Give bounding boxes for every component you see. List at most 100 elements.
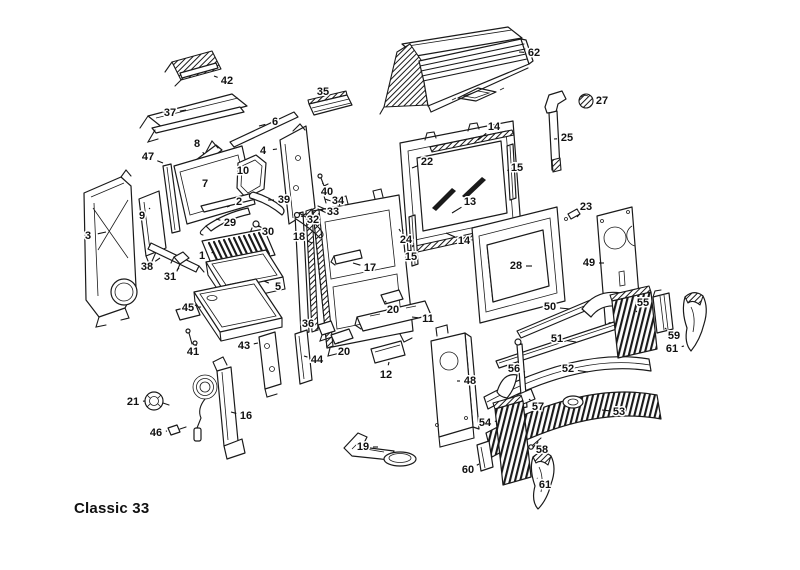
part-label-43: 43 bbox=[238, 340, 250, 352]
part-37-flue-baffle bbox=[140, 94, 247, 142]
part-14-glass-strip-top bbox=[430, 130, 514, 152]
leader-line bbox=[560, 308, 570, 309]
part-28-outer-door-frame bbox=[472, 207, 565, 323]
leader-line bbox=[477, 464, 479, 465]
part-3-left-side-panel bbox=[84, 170, 137, 327]
part-4-inner-side-panel bbox=[280, 124, 315, 224]
part-label-14: 14 bbox=[458, 235, 471, 247]
part-46-bolt bbox=[168, 425, 186, 435]
part-15-side-strip-right bbox=[507, 144, 516, 200]
part-11-support-rail bbox=[355, 301, 431, 331]
part-label-55: 55 bbox=[637, 297, 649, 309]
part-6-top-strip bbox=[230, 112, 298, 147]
leader-line bbox=[211, 252, 214, 253]
part-15-side-strip-left bbox=[409, 215, 418, 266]
part-label-62: 62 bbox=[528, 47, 540, 59]
part-label-16: 16 bbox=[240, 410, 252, 422]
part-label-10: 10 bbox=[237, 165, 249, 177]
part-12-plate bbox=[371, 341, 405, 363]
part-label-57: 57 bbox=[532, 401, 544, 413]
part-label-23: 23 bbox=[580, 201, 592, 213]
part-9-side-bracket bbox=[139, 191, 166, 266]
part-48-back-duct-panel bbox=[431, 325, 479, 447]
part-label-39: 39 bbox=[278, 194, 290, 206]
part-59-channel-strip bbox=[653, 290, 673, 333]
part-36-angle-bracket bbox=[318, 321, 335, 341]
part-label-41: 41 bbox=[187, 346, 199, 358]
leader-line bbox=[203, 152, 204, 154]
part-label-11: 11 bbox=[422, 313, 434, 325]
part-label-15: 15 bbox=[405, 251, 417, 263]
part-20-bracket-upper bbox=[381, 290, 403, 304]
part-label-8: 8 bbox=[194, 138, 200, 150]
part-61-leg-left bbox=[531, 453, 554, 509]
part-label-22: 22 bbox=[421, 156, 433, 168]
part-label-49: 49 bbox=[583, 257, 595, 269]
part-53-curved-grille bbox=[486, 392, 661, 457]
leader-line bbox=[304, 356, 307, 357]
leader-line bbox=[446, 233, 455, 237]
part-21-control-knob bbox=[145, 392, 169, 410]
leader-line bbox=[412, 317, 418, 318]
part-34-pin bbox=[324, 196, 337, 203]
leader-line bbox=[301, 216, 304, 217]
part-label-9: 9 bbox=[139, 210, 145, 222]
part-label-48: 48 bbox=[464, 375, 476, 387]
part-label-2: 2 bbox=[236, 196, 242, 208]
part-label-44: 44 bbox=[311, 354, 324, 366]
part-label-31: 31 bbox=[164, 271, 176, 283]
part-label-54: 54 bbox=[479, 417, 492, 429]
part-42-baffle-plate bbox=[165, 51, 221, 86]
leader-line bbox=[529, 399, 531, 400]
leader-line bbox=[317, 327, 319, 328]
leader-line bbox=[308, 241, 312, 243]
part-label-58: 58 bbox=[536, 444, 548, 456]
part-58-screw bbox=[529, 438, 541, 449]
part-label-17: 17 bbox=[364, 262, 376, 274]
part-29-lever bbox=[200, 208, 250, 235]
part-33-pin bbox=[318, 206, 332, 215]
leader-line bbox=[254, 343, 258, 344]
part-35-ribbed-block bbox=[308, 91, 352, 115]
part-label-40: 40 bbox=[321, 186, 333, 198]
part-label-35: 35 bbox=[317, 86, 329, 98]
part-label-38: 38 bbox=[141, 261, 153, 273]
leader-line bbox=[338, 342, 339, 343]
leader-line bbox=[412, 166, 418, 168]
leader-line bbox=[98, 232, 106, 234]
part-label-18: 18 bbox=[293, 231, 305, 243]
leader-line bbox=[665, 328, 667, 329]
leader-line bbox=[682, 346, 684, 347]
leader-line bbox=[388, 362, 389, 365]
part-label-20: 20 bbox=[387, 304, 399, 316]
leader-line bbox=[399, 229, 401, 232]
part-label-15: 15 bbox=[511, 162, 523, 174]
part-label-14: 14 bbox=[488, 121, 501, 133]
part-label-7: 7 bbox=[202, 178, 208, 190]
leader-line bbox=[636, 311, 637, 312]
leader-line bbox=[157, 161, 163, 163]
leader-line bbox=[149, 208, 150, 209]
leader-line bbox=[216, 219, 220, 220]
part-label-28: 28 bbox=[510, 260, 522, 272]
part-61-leg-right bbox=[683, 293, 706, 351]
leader-line bbox=[264, 281, 269, 283]
leader-line bbox=[578, 370, 588, 372]
part-label-27: 27 bbox=[596, 95, 608, 107]
part-45-base-tray bbox=[176, 279, 282, 341]
part-16-thermostat-bracket bbox=[193, 357, 245, 459]
part-25-hinge-bracket bbox=[545, 91, 566, 172]
part-label-30: 30 bbox=[262, 226, 274, 238]
part-43-bracket bbox=[259, 332, 281, 397]
leader-line bbox=[353, 263, 360, 265]
part-label-21: 21 bbox=[127, 396, 139, 408]
part-13-glass bbox=[417, 141, 507, 231]
leader-line bbox=[227, 206, 230, 207]
leader-line bbox=[602, 410, 609, 411]
part-label-33: 33 bbox=[327, 206, 339, 218]
part-60-strip bbox=[477, 441, 493, 471]
part-47-side-channel bbox=[163, 164, 180, 233]
